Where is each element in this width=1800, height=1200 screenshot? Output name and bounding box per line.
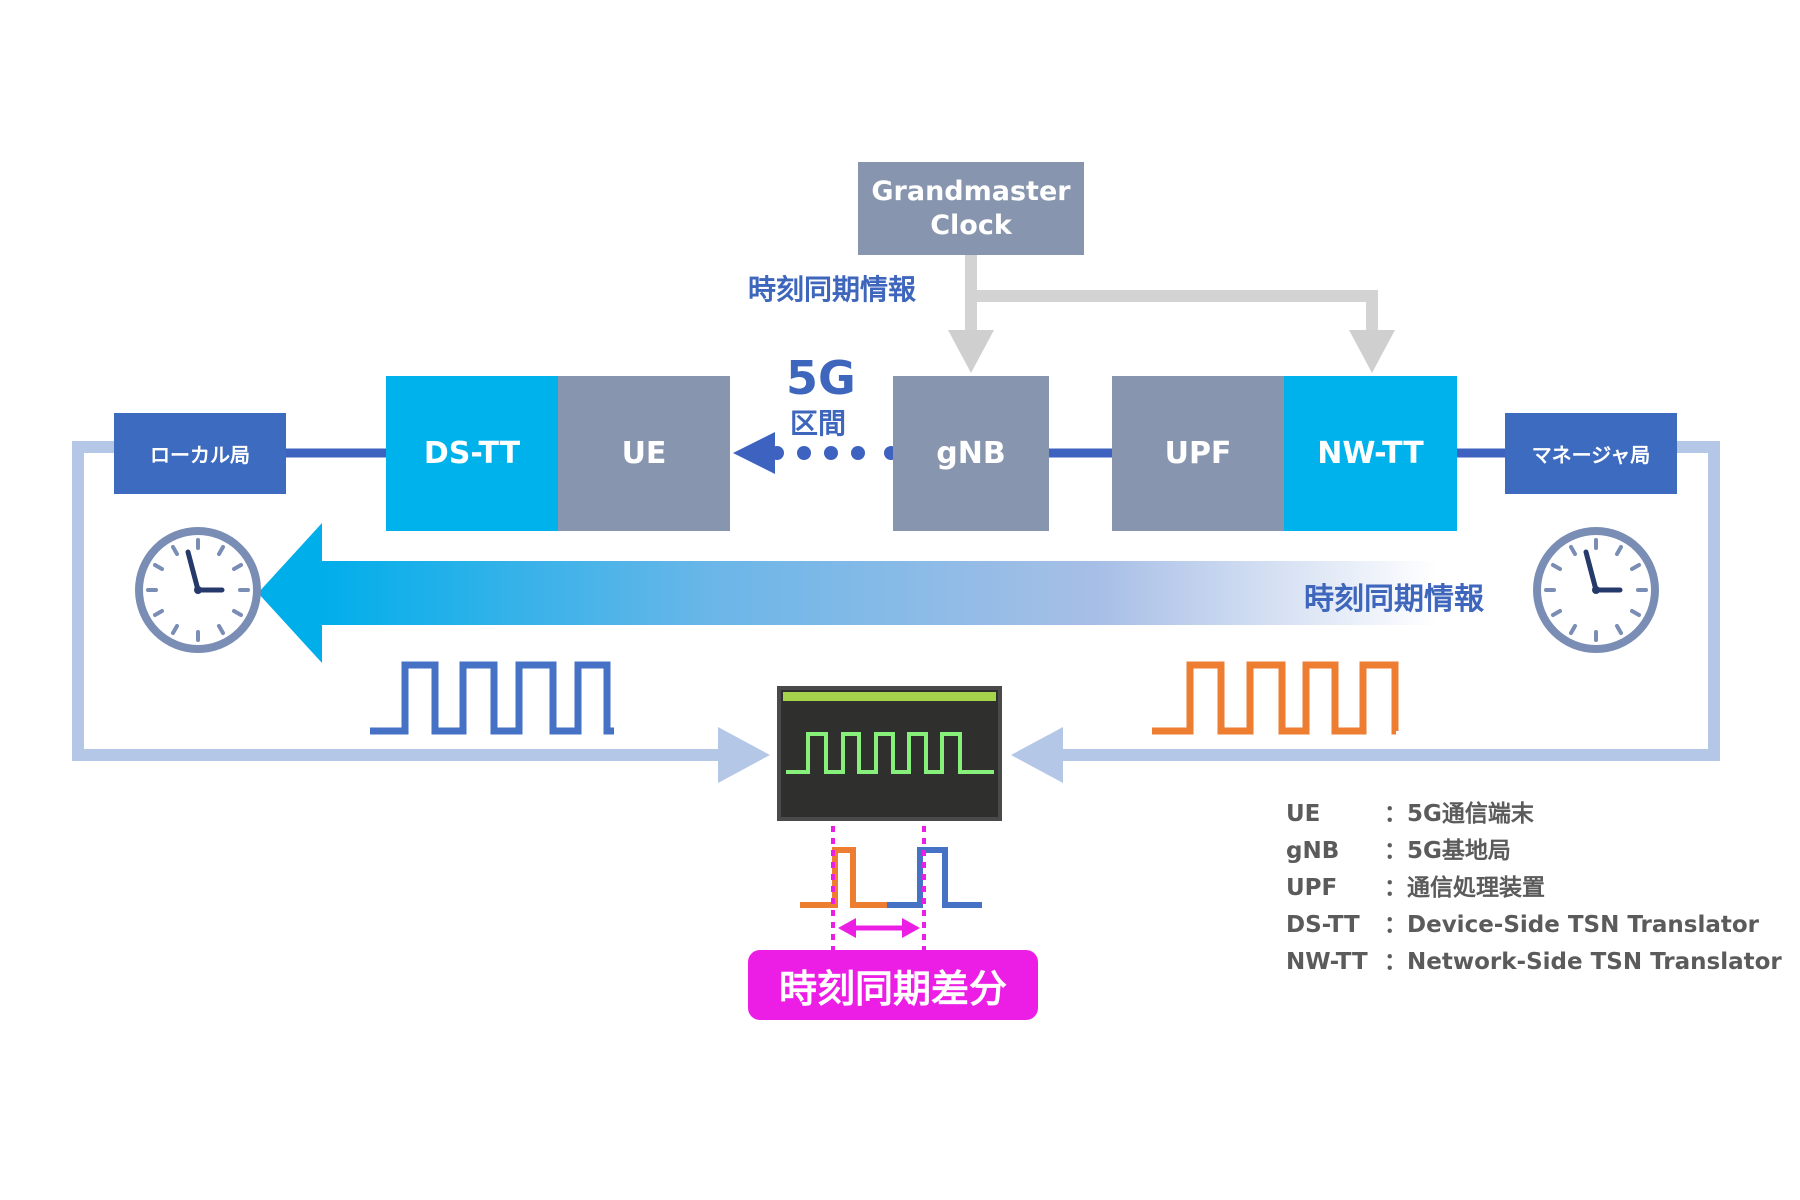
local-station-label: ローカル局 <box>150 443 250 467</box>
grandmaster-sync-arrows <box>965 255 1378 330</box>
ue-label: UE <box>621 436 667 471</box>
legend-row: UE ：5G通信端末 <box>1286 796 1782 833</box>
5g-label: 5G <box>786 351 856 405</box>
time-sync-info-mid-label: 時刻同期情報 <box>1304 582 1484 617</box>
ds-tt-box: DS-TT <box>386 376 558 531</box>
loop-arrow-right <box>1011 727 1063 783</box>
manager-station-label: マネージャ局 <box>1531 443 1651 467</box>
gnb-box: gNB <box>893 376 1049 531</box>
upf-box: UPF <box>1112 376 1284 531</box>
legend-term: gNB <box>1286 838 1340 864</box>
legend-row: NW-TT ：Network-Side TSN Translator <box>1286 944 1782 981</box>
manager-station-box: マネージャ局 <box>1505 413 1677 494</box>
oscilloscope-screen <box>777 686 1002 821</box>
sync-diff-label: 時刻同期差分 <box>778 966 1007 1011</box>
time-sync-info-top-label: 時刻同期情報 <box>748 273 917 306</box>
orange-pulse-wave <box>1152 661 1399 735</box>
legend-term: DS-TT <box>1286 912 1360 938</box>
loop-lines <box>72 441 1720 761</box>
blue-edge-pulse <box>887 847 982 908</box>
legend-row: UPF ：通信処理装置 <box>1286 870 1782 907</box>
loop-arrow-left <box>718 727 770 783</box>
arrow-head-to-nw-tt <box>1349 330 1395 373</box>
ue-box: UE <box>558 376 730 531</box>
legend-row: DS-TT ：Device-Side TSN Translator <box>1286 907 1782 944</box>
legend: UE ：5G通信端末 gNB ：5G基地局 UPF ：通信処理装置 DS-TT ：Dev… <box>1286 796 1782 981</box>
nw-tt-label: NW-TT <box>1317 436 1424 471</box>
section-label: 区間 <box>790 407 847 440</box>
upf-label: UPF <box>1164 436 1232 471</box>
legend-desc: ：5G基地局 <box>1384 838 1511 864</box>
legend-term: UPF <box>1286 875 1338 901</box>
legend-desc: ：通信処理装置 <box>1384 875 1545 901</box>
grandmaster-clock-box: Grandmaster Clock <box>858 162 1084 255</box>
sync-diff-arrow <box>838 918 920 938</box>
nw-tt-box: NW-TT <box>1284 376 1457 531</box>
5g-wireless-arrow <box>733 432 898 474</box>
arrow-head-to-gnb <box>948 330 994 373</box>
legend-row: gNB ：5G基地局 <box>1286 833 1782 870</box>
sync-flow-big-arrow <box>258 523 1438 663</box>
local-station-box: ローカル局 <box>114 413 286 494</box>
left-clock-icon <box>135 527 261 653</box>
right-clock-icon <box>1533 527 1659 653</box>
legend-desc: ：Network-Side TSN Translator <box>1384 949 1782 975</box>
gnb-label: gNB <box>936 436 1006 471</box>
legend-term: NW-TT <box>1286 949 1368 975</box>
ds-tt-label: DS-TT <box>423 436 521 471</box>
legend-term: UE <box>1286 801 1321 827</box>
legend-desc: ：5G通信端末 <box>1384 801 1534 827</box>
orange-edge-pulse <box>800 847 887 908</box>
legend-desc: ：Device-Side TSN Translator <box>1384 912 1760 938</box>
sync-diff-markers <box>831 826 926 955</box>
sync-diff-badge: 時刻同期差分 <box>748 950 1038 1020</box>
blue-pulse-wave <box>370 661 614 735</box>
